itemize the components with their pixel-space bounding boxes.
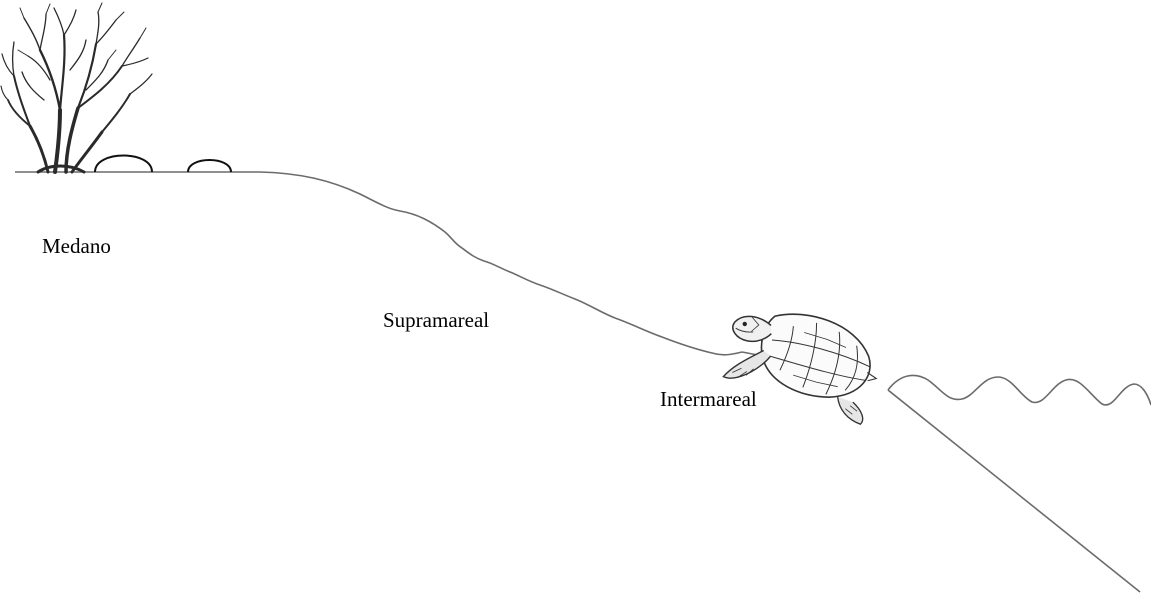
zone-label-intermareal: Intermareal — [660, 389, 757, 410]
ocean-wave-icon — [888, 375, 1151, 405]
nest-mound-icon — [188, 160, 231, 172]
shrub-icon — [1, 3, 152, 172]
nest-mound-icon — [95, 156, 152, 173]
zone-label-medano: Medano — [42, 236, 111, 257]
zone-label-supramareal: Supramareal — [383, 310, 489, 331]
beach-profile-line — [15, 172, 742, 355]
underwater-slope-line — [888, 390, 1140, 592]
